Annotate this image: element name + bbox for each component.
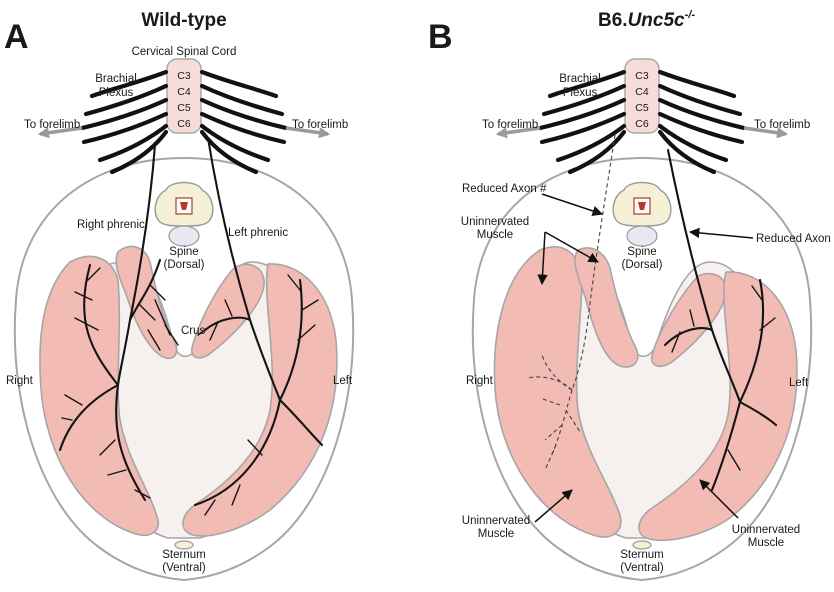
brachial-plexus-left-roots-b (537, 69, 627, 175)
brachial-plexus-label-1-b: Brachial (559, 73, 601, 85)
uninnervated-arrow-top-2 (544, 231, 599, 263)
reduced-axon-arrow-left (541, 193, 603, 216)
to-forelimb-arrow-right-b (743, 126, 789, 139)
uninnervated-bottom-left-label-1: Uninnervated (462, 515, 530, 527)
left-side-label: Left (333, 375, 353, 387)
sternum-icon (174, 540, 194, 550)
spine-label-2: (Dorsal) (164, 259, 205, 271)
left-phrenic-branches-b (663, 278, 778, 492)
sternum-label-1: Sternum (162, 549, 205, 561)
right-side-label-b: Right (466, 375, 494, 387)
cervical-spinal-cord-label: Cervical Spinal Cord (132, 46, 237, 58)
panel-a: A Wild-type Cervical Spinal Cord C3 C4 C… (4, 10, 355, 582)
panel-b-title-prefix: B6. (598, 10, 628, 31)
panel-b-title-sup: -/- (685, 9, 696, 21)
to-forelimb-arrow-left-b (495, 126, 541, 139)
right-side-label: Right (6, 375, 34, 387)
panel-b-title: B6.Unc5c-/- (598, 9, 695, 31)
to-forelimb-label-right-b: To forelimb (754, 119, 810, 131)
right-crus-b (574, 247, 639, 368)
segment-c4: C4 (177, 86, 191, 98)
uninnervated-top-label-2: Muscle (477, 229, 513, 241)
panel-b-title-gene: Unc5c (628, 10, 685, 31)
uninnervated-bottom-right-label-1: Uninnervated (732, 524, 800, 536)
reduced-axon-arrow-right (688, 227, 754, 239)
sternum-icon-b (632, 540, 652, 550)
brachial-plexus-right-roots (199, 69, 289, 175)
panel-a-letter: A (4, 18, 29, 56)
spine-vertebra-icon-b (612, 181, 672, 247)
right-crus (115, 245, 178, 360)
uninnervated-arrow-bottom-right (699, 479, 739, 519)
right-phrenic-nerve-dashed (527, 134, 616, 471)
panel-b: B B6.Unc5c-/- C3 C4 C5 C6 (428, 9, 834, 582)
spine-label-2-b: (Dorsal) (622, 259, 663, 271)
segment-c4-b: C4 (635, 86, 649, 98)
left-side-label-b: Left (789, 377, 809, 389)
sternum-label-1-b: Sternum (620, 549, 663, 561)
uninnervated-bottom-right-label-2: Muscle (748, 537, 784, 549)
left-hemidiaphragm-b (638, 271, 798, 541)
brachial-plexus-label-2: Plexus (99, 87, 134, 99)
segment-c5-b: C5 (635, 102, 649, 114)
spine-label-1: Spine (169, 246, 198, 258)
right-phrenic-branches (58, 258, 179, 502)
left-phrenic-branches (193, 274, 324, 516)
to-forelimb-label-left-b: To forelimb (482, 119, 538, 131)
right-phrenic-nerve (116, 143, 157, 387)
panel-b-letter: B (428, 18, 453, 56)
brachial-plexus-label-1: Brachial (95, 73, 137, 85)
segment-c5: C5 (177, 102, 191, 114)
right-hemidiaphragm-b (493, 246, 622, 538)
uninnervated-top-label-1: Uninnervated (461, 216, 529, 228)
left-crus (190, 263, 265, 359)
uninnervated-arrow-bottom-left (534, 489, 573, 523)
segment-c3: C3 (177, 70, 191, 82)
cervical-spinal-cord-b (624, 58, 660, 134)
brachial-plexus-left-roots (79, 69, 169, 175)
left-phrenic-nerve (206, 136, 282, 402)
to-forelimb-arrow-right (285, 126, 331, 139)
reduced-axon-label-right: Reduced Axon # (756, 233, 834, 245)
cervical-spinal-cord (166, 58, 202, 134)
left-phrenic-label: Left phrenic (228, 227, 288, 239)
left-phrenic-nerve-b (666, 148, 742, 404)
brachial-plexus-label-2-b: Plexus (563, 87, 598, 99)
uninnervated-bottom-left-label-2: Muscle (478, 528, 514, 540)
brachial-plexus-right-roots-b (657, 69, 747, 175)
left-hemidiaphragm (182, 263, 338, 537)
spine-label-1-b: Spine (627, 246, 656, 258)
panel-a-title: Wild-type (141, 10, 226, 31)
uninnervated-arrow-top-1 (537, 231, 548, 286)
to-forelimb-label-left: To forelimb (24, 119, 80, 131)
crus-label: Crus (181, 325, 206, 337)
to-forelimb-label-right: To forelimb (292, 119, 348, 131)
segment-c6-b: C6 (635, 118, 649, 130)
reduced-axon-label-left: Reduced Axon # (462, 183, 547, 195)
sternum-label-2-b: (Ventral) (620, 562, 664, 574)
right-phrenic-label: Right phrenic (77, 219, 145, 231)
spine-vertebra-icon (154, 181, 214, 247)
to-forelimb-arrow-left (37, 126, 83, 139)
sternum-label-2: (Ventral) (162, 562, 206, 574)
segment-c6: C6 (177, 118, 191, 130)
segment-c3-b: C3 (635, 70, 649, 82)
